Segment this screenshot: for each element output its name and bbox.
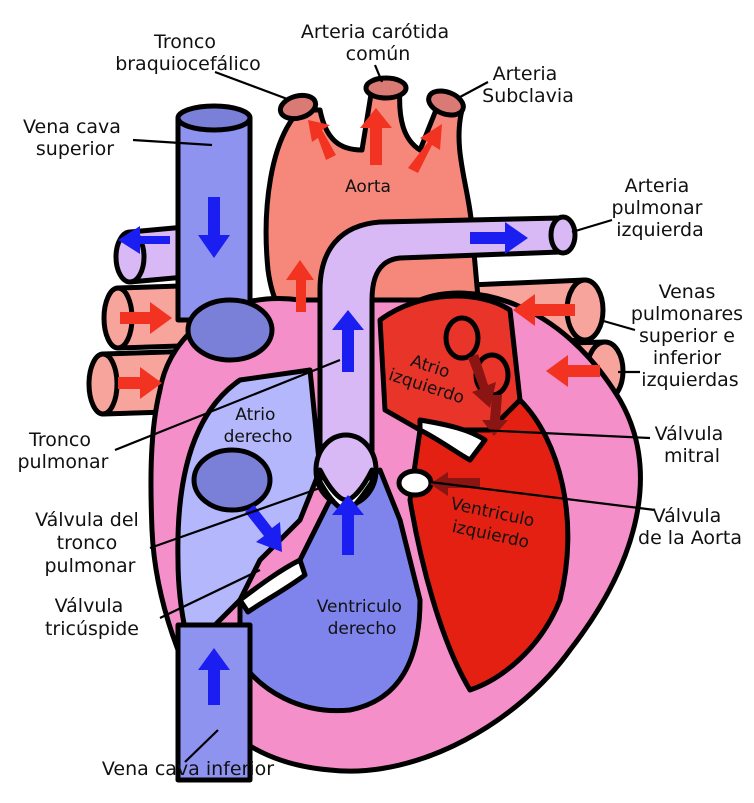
- arrow-la-lv-2: [482, 395, 508, 436]
- arrow-pulm-trunk-up: [332, 310, 364, 372]
- arrow-pv-rl-1: [120, 302, 172, 334]
- arrow-lv-aorta: [430, 472, 480, 496]
- label-aorta: Aorta: [345, 177, 391, 197]
- label-atrio-derecho: Atrio derecho: [224, 405, 293, 447]
- arrow-aorta-2: [308, 120, 336, 160]
- pulmonary-trunk: [313, 214, 578, 508]
- arrow-aorta-1: [286, 260, 314, 312]
- arrow-pv-ll-1: [513, 294, 575, 326]
- label-arteria-subclavia: Arteria Subclavia: [482, 63, 574, 107]
- label-valvula-tronco-pulmonar: Válvula del tronco pulmonar: [35, 509, 145, 577]
- arrow-ivc-up: [198, 648, 230, 705]
- vena-cava: [175, 103, 275, 783]
- arrow-pulm-left: [470, 222, 528, 254]
- left-ventricle: [407, 397, 571, 693]
- label-ventriculo-derecho: Ventriculo derecho: [317, 597, 408, 639]
- pulmonary-valve: [317, 467, 375, 513]
- arrow-rv-up: [332, 495, 364, 555]
- label-vena-cava-superior: Vena cava superior: [23, 116, 127, 160]
- arrow-pulm-right: [118, 226, 170, 254]
- arrow-aorta-4: [408, 124, 442, 173]
- arrow-la-lv-1: [468, 354, 496, 408]
- label-vena-cava-inferior: Vena cava inferior: [102, 758, 274, 780]
- label-tronco-pulmonar: Tronco pulmonar: [17, 429, 108, 473]
- arrow-pv-ll-2: [546, 355, 600, 387]
- label-arteria-pulmonar: Arteria pulmonar izquierda: [611, 175, 708, 241]
- flow-arrows: [118, 108, 600, 705]
- arrow-pv-rl-2: [118, 367, 162, 399]
- label-tronco-braquiocefalico: Tronco braquiocefálico: [115, 31, 261, 75]
- arrow-aorta-3: [360, 108, 392, 165]
- label-valvula-aorta: Válvula de la Aorta: [638, 505, 742, 549]
- label-valvula-tricuspide: Válvula tricúspide: [45, 595, 139, 640]
- leader-lines: [114, 64, 656, 763]
- label-valvula-mitral: Válvula mitral: [655, 423, 730, 467]
- mitral-valve: [417, 417, 488, 463]
- arrow-svc-down: [198, 197, 230, 258]
- label-venas-pulmonares: Venas pulmonares superior e inferior izq…: [631, 281, 749, 391]
- right-ventricle: [237, 467, 423, 714]
- aortic-valve: [396, 468, 434, 498]
- coronary-sinus: [191, 447, 273, 513]
- arrow-ra-rv: [245, 505, 282, 552]
- tricuspid-valve: [237, 557, 308, 615]
- pulmonary-vein-opening: [443, 315, 481, 361]
- label-arteria-carotida: Arteria carótida común: [301, 21, 455, 65]
